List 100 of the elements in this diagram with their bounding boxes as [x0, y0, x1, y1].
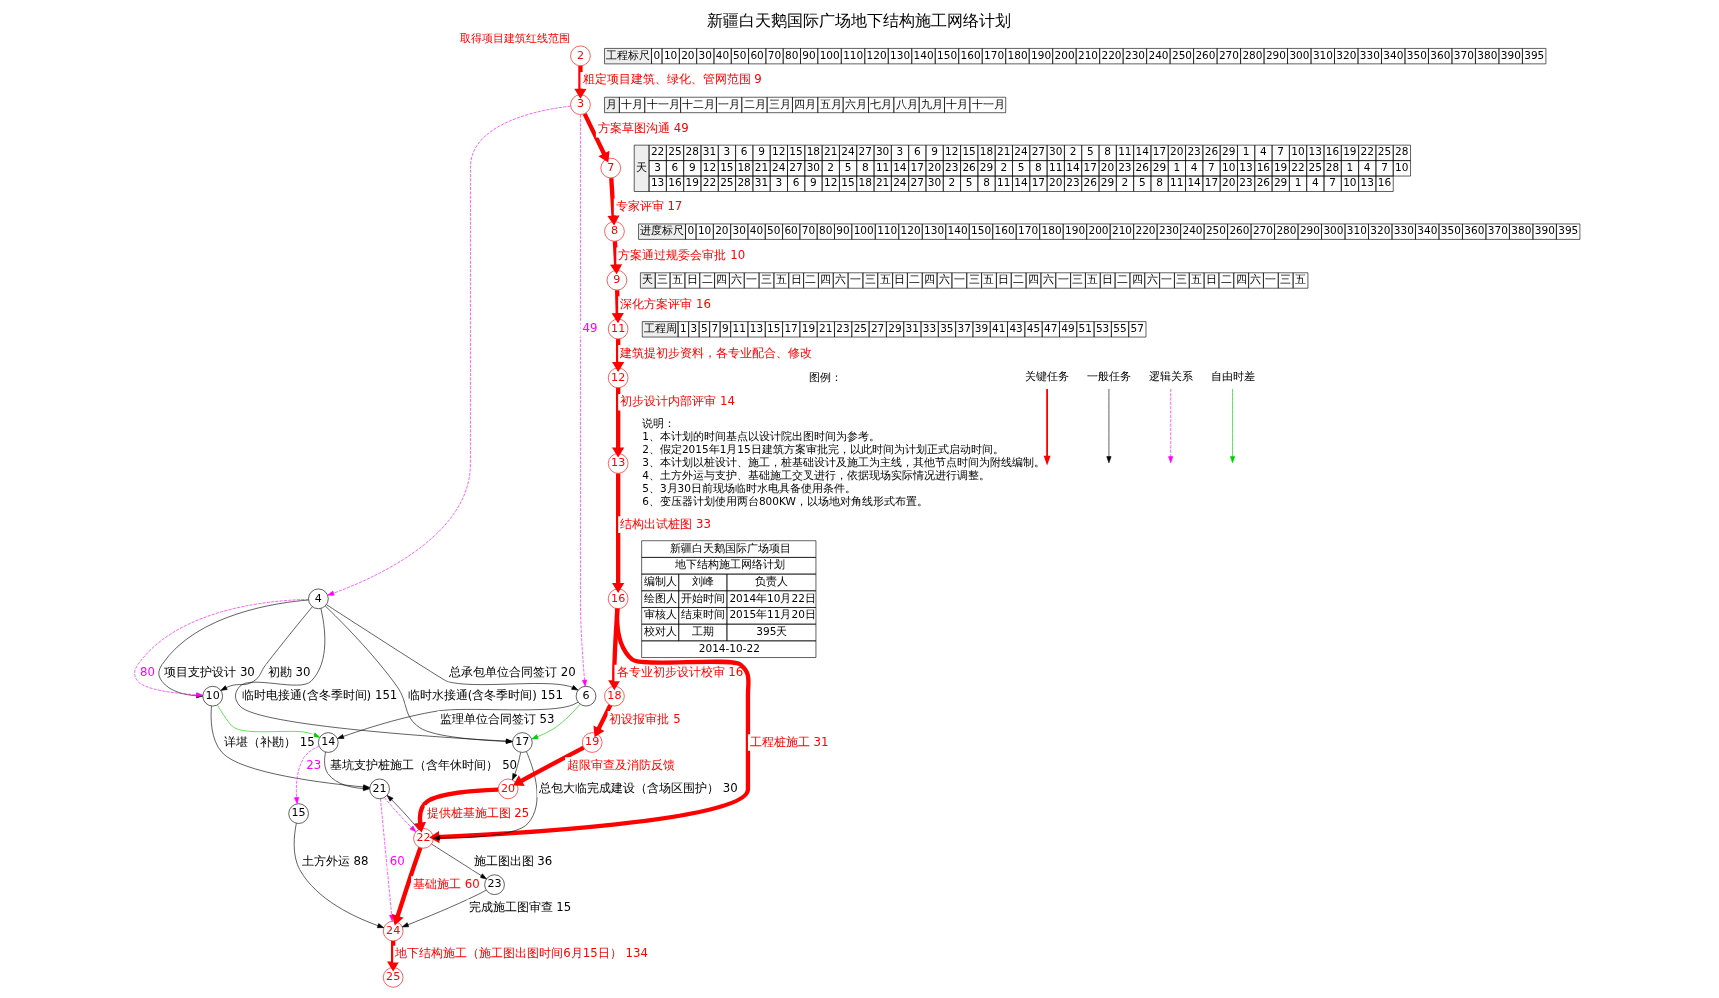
node-label: 取得项目建筑红线范围	[459, 32, 570, 46]
label: 19	[1273, 160, 1288, 173]
label: 80	[785, 48, 799, 61]
label: 14	[1066, 160, 1080, 173]
label: 30	[806, 160, 821, 173]
label: 210	[1112, 224, 1133, 237]
label: 21	[819, 321, 833, 334]
label: 50	[733, 48, 747, 61]
label: 16	[1325, 145, 1340, 158]
label: 180	[1041, 224, 1062, 237]
label: 18	[806, 145, 821, 158]
label: 23	[1066, 176, 1080, 189]
label: 25	[853, 321, 868, 334]
label: 说明：	[642, 417, 676, 430]
label: 5	[1017, 160, 1025, 173]
label: 200	[1054, 48, 1075, 61]
edge-label: 临时水接通(含冬季时间) 151	[407, 688, 563, 703]
label: 7	[1208, 160, 1215, 173]
label: 3	[896, 145, 904, 158]
label: 5	[700, 321, 708, 334]
label: 编制人	[644, 574, 678, 587]
label: 13	[1308, 145, 1322, 158]
label: 30	[732, 224, 746, 237]
label: 22	[1291, 160, 1305, 173]
label: 27	[789, 160, 803, 173]
label: 39	[974, 321, 989, 334]
label: 四	[1131, 273, 1143, 286]
diagram-title: 新疆白天鹅国际广场地下结构施工网络计划	[707, 11, 1012, 31]
label: 一	[1161, 273, 1173, 286]
edge-label: 总包大临完成建设（含场区围护） 30	[539, 781, 738, 796]
label: 250	[1205, 224, 1226, 237]
label: 日	[894, 273, 906, 286]
label: 20	[715, 224, 729, 237]
label: 一	[1265, 273, 1277, 286]
label: 11	[875, 160, 890, 173]
label: 21	[823, 145, 838, 158]
label: 170	[1018, 224, 1039, 237]
label: 23	[945, 160, 959, 173]
label: 200	[1088, 224, 1109, 237]
label: 150	[937, 48, 958, 61]
label: 七月	[870, 97, 893, 110]
edge-label: 施工图出图 36	[473, 853, 553, 868]
label: 10	[1343, 176, 1357, 189]
label: 150	[971, 224, 992, 237]
label: 0	[687, 224, 695, 237]
edge-label: 工程桩施工 31	[749, 734, 829, 749]
label: 80	[819, 224, 833, 237]
label: 25	[720, 176, 734, 189]
label: 33	[922, 321, 937, 334]
label: 5	[1138, 176, 1146, 189]
label: 四	[1235, 273, 1247, 286]
label: 四	[1027, 273, 1039, 286]
label: 3	[723, 145, 731, 158]
label: 110	[843, 48, 864, 61]
label: 30	[875, 145, 890, 158]
edge-label: 基础施工 60	[412, 876, 480, 891]
label: 4、土方外运与支护、基础施工交叉进行，依据现场实际情况进行调整。	[642, 469, 990, 482]
label: 10	[1291, 145, 1305, 158]
label: 日	[998, 273, 1010, 286]
label: 390	[1534, 224, 1555, 237]
label: 五	[1087, 273, 1099, 286]
label: 六	[731, 273, 743, 286]
label: 390	[1500, 48, 1521, 61]
edge-label: 完成施工图审查 15	[468, 900, 572, 915]
label: 57	[1130, 321, 1144, 334]
label: 20	[1170, 145, 1184, 158]
label: 26	[1256, 176, 1271, 189]
label: 一	[953, 273, 965, 286]
edge-label: 80	[140, 665, 155, 680]
label: 刘峰	[692, 574, 715, 587]
label: 300	[1323, 224, 1344, 237]
label: 190	[1031, 48, 1052, 61]
label: 日	[1205, 273, 1217, 286]
label: 15	[720, 160, 734, 173]
label: 19	[801, 321, 816, 334]
label: 100	[853, 224, 874, 237]
label: 3	[654, 160, 661, 173]
label: 140	[913, 48, 934, 61]
label: 一	[1057, 273, 1069, 286]
legend-label: 自由时差	[1210, 370, 1255, 383]
label: 13	[1239, 160, 1253, 173]
label: 四	[820, 273, 832, 286]
label: 90	[836, 224, 850, 237]
label: 5	[844, 160, 852, 173]
label: 一	[746, 273, 758, 286]
label: 三	[1176, 273, 1188, 286]
label: 340	[1383, 48, 1404, 61]
legend-label: 关键任务	[1025, 370, 1070, 383]
label: 28	[1325, 160, 1340, 173]
label: 26	[1135, 160, 1149, 173]
label: 31	[754, 176, 769, 189]
label: 17	[1204, 176, 1219, 189]
label: 9	[810, 176, 817, 189]
label: 12	[945, 145, 959, 158]
label: 5、3月30日前现场临时水电具备使用条件。	[642, 482, 856, 495]
label: 10	[697, 224, 712, 237]
label: 13	[749, 321, 764, 334]
label: 结束时间	[681, 608, 726, 621]
label: 1	[1294, 176, 1302, 189]
label: 29	[979, 160, 994, 173]
